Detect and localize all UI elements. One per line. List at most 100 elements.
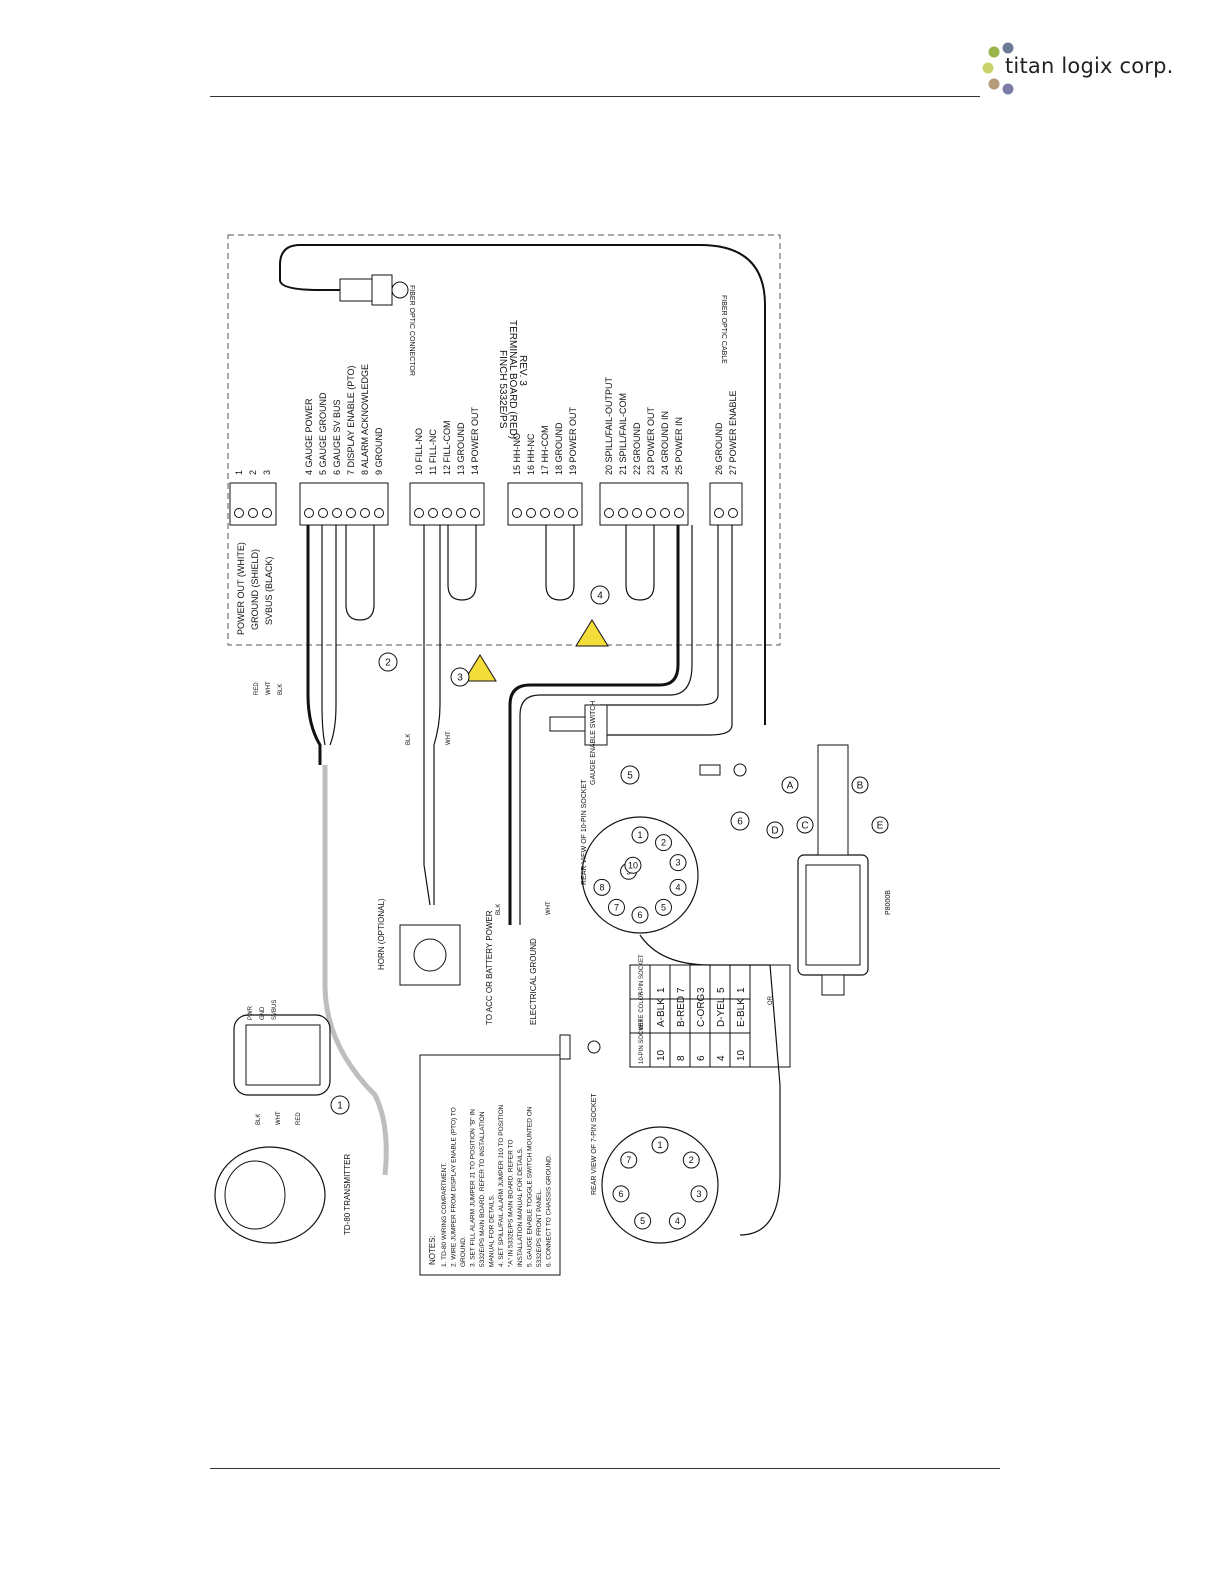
socket7-pin-label: 2	[689, 1155, 694, 1165]
terminal-screw	[660, 508, 670, 518]
terminal-screw	[318, 508, 328, 518]
terminal-screw	[234, 508, 244, 518]
fiber-cable-label: FIBER OPTIC CABLE	[720, 295, 727, 364]
socket10-pin	[655, 898, 673, 916]
callout-circle	[378, 652, 398, 672]
board-title: FINCH 5332E/PS	[497, 350, 508, 429]
part-number: P8000B	[885, 890, 892, 915]
horn-body	[399, 924, 461, 986]
wire-table-cell: E-BLK	[736, 998, 747, 1027]
battery-wire-wht	[519, 525, 693, 925]
terminal-screw	[248, 508, 258, 518]
notes-lines: 1. TD-80 WIRING COMPARTMENT.2. WIRE JUMP…	[441, 1104, 553, 1267]
socket-cable	[639, 934, 781, 1236]
socket10-pin	[607, 898, 625, 916]
connector-box	[797, 854, 869, 976]
terminal-label: 9 GROUND	[374, 427, 384, 475]
terminal-label: 22 GROUND	[632, 422, 642, 475]
ground-washer-lower	[587, 1040, 601, 1054]
caution-icon-spill	[575, 619, 609, 647]
logo-dot-1	[988, 46, 1000, 58]
socket10-pin	[655, 834, 673, 852]
terminal-label: 26 GROUND	[714, 422, 724, 475]
terminal-screw	[540, 508, 550, 518]
connector-letter: D	[771, 826, 778, 837]
socket10-pin-label: 2	[661, 838, 666, 848]
terminal-block-6	[709, 482, 743, 526]
left-label-svbus: SVBUS (BLACK)	[264, 556, 274, 625]
terminal-label: 27 POWER ENABLE	[728, 390, 738, 475]
connector-letter: B	[857, 781, 864, 792]
socket10-pin	[669, 854, 687, 872]
connector-gland-top	[817, 744, 849, 856]
wire-table-cell: 10	[656, 1049, 667, 1061]
socket10-pin	[669, 878, 687, 896]
connector-letter-circle	[796, 816, 814, 834]
fiber-connector-nut	[371, 274, 393, 306]
caution-icon-fill	[463, 654, 497, 682]
horn-speaker-icon	[413, 938, 447, 972]
wire-table-cell: 7	[676, 987, 687, 993]
connector-letter-circle	[871, 816, 889, 834]
td80-term-pwr: PWR	[248, 1005, 254, 1020]
terminal-screw	[512, 508, 522, 518]
connector-gland-bottom	[821, 974, 845, 996]
terminal-label: 6 GAUGE SV BUS	[332, 399, 342, 475]
notes-line: 5. GAUGE ENABLE TOGGLE SWITCH MOUNTED ON	[527, 1106, 534, 1267]
notes-line: MANUAL FOR DETAILS.	[489, 1194, 496, 1267]
terminal-label: 12 FILL-COM	[442, 420, 452, 475]
horn-wire-b	[433, 525, 441, 905]
jumper-display-enable	[345, 525, 375, 621]
callout-circle	[730, 811, 750, 831]
terminal-screw	[374, 508, 384, 518]
wire-table-cell: 6	[696, 1055, 707, 1061]
td80-wire-white	[321, 525, 326, 746]
terminal-screw	[456, 508, 466, 518]
logo-dot-5	[1002, 83, 1014, 95]
logo-dot-3	[982, 62, 994, 74]
terminal-label: 11 FILL-NC	[428, 429, 438, 475]
wire-table-cell: B-RED	[676, 996, 687, 1027]
terminal-screw	[304, 508, 314, 518]
terminal-screw	[360, 508, 370, 518]
td80-wire-blk: BLK	[256, 1114, 262, 1125]
wire-label-wht: WHT	[266, 681, 272, 695]
terminal-screw	[674, 508, 684, 518]
socket7-pin	[634, 1212, 652, 1230]
terminal-blocks	[229, 482, 743, 526]
td80-transmitter-cap	[224, 1160, 286, 1230]
terminal-label: 25 POWER IN	[674, 417, 684, 475]
terminal-screw	[428, 508, 438, 518]
socket10-pin-label: 8	[599, 882, 604, 892]
wire-table-cell: D-YEL	[716, 997, 727, 1027]
callout-circle	[590, 585, 610, 605]
callout-circle	[620, 765, 640, 785]
socket7-label: REAR VIEW OF 7-PIN SOCKET	[591, 1093, 598, 1195]
wire-table-cell: C-ORG	[696, 993, 707, 1027]
jumper-spill	[625, 525, 655, 601]
terminal-label: 21 SPILL/FAIL-COM	[618, 393, 628, 475]
wire-table-cell: A-BLK	[656, 998, 667, 1027]
td80-term-gnd: GND	[260, 1006, 266, 1020]
socket10-pin-label: 1	[637, 830, 642, 840]
notes-title: NOTES:	[428, 1235, 437, 1265]
fiber-connector-body	[339, 278, 373, 302]
terminal-label: 5 GAUGE GROUND	[318, 392, 328, 475]
socket10-pins: 12345678910	[593, 826, 687, 924]
logo-dot-2	[1002, 42, 1014, 54]
td80-terminal-strip	[245, 1024, 321, 1086]
socket7-pin	[690, 1185, 708, 1203]
board-rev: REV. 3	[517, 355, 528, 386]
terminal-screw	[646, 508, 656, 518]
connector-letter-circle	[781, 776, 799, 794]
socket7-pin	[620, 1151, 638, 1169]
socket7-pin-label: 4	[675, 1216, 680, 1226]
td80-label: TD-80 TRANSMITTER	[343, 1154, 352, 1235]
callout-number: 4	[597, 591, 603, 602]
terminal-label: 3	[262, 470, 272, 475]
terminal-screw	[714, 508, 724, 518]
callout-number: 5	[627, 771, 633, 782]
jumper-hh	[545, 525, 575, 601]
terminal-screw	[604, 508, 614, 518]
